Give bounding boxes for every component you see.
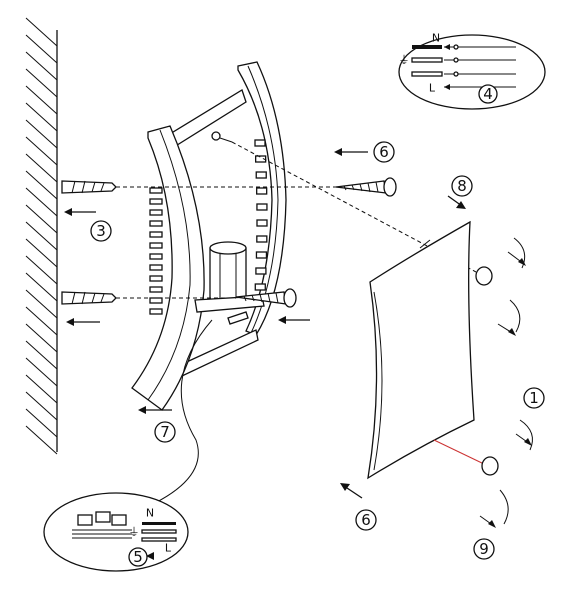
lamp-bracket (131, 61, 287, 411)
bracket-fin-front (149, 231, 163, 238)
bracket-slot-back (256, 219, 268, 227)
bracket-slot-back (254, 283, 266, 291)
wall-hatch-line (25, 34, 58, 64)
wall-hatch-line (25, 136, 58, 166)
red-marker-line (433, 439, 485, 465)
wall-hatch-line (25, 221, 58, 251)
wall-hatch-line (25, 68, 58, 98)
wiring-detail-4: N ⏚ L (398, 32, 546, 110)
callout-6-top: 6 (373, 141, 395, 163)
bracket-fin-front (149, 253, 163, 260)
bracket-fin-front (149, 264, 163, 271)
callout-6-bottom: 6 (355, 509, 377, 531)
wall-hatch-line (25, 374, 58, 404)
wall-hatch-line (25, 17, 58, 47)
svg-text:6: 6 (361, 511, 371, 529)
earth-symbol: ⏚ (399, 54, 410, 67)
bracket-fin-front (149, 198, 163, 205)
earth-symbol-5: ⏚ (129, 526, 140, 539)
bracket-fin-front (149, 308, 163, 315)
glass-knob-top (475, 266, 493, 286)
callout-4: 4 (478, 84, 498, 104)
callout-8: 8 (451, 175, 473, 197)
live-label-5: L (165, 542, 172, 555)
wall-hatch-line (25, 204, 58, 234)
neutral-label-5: N (146, 507, 154, 520)
callout-5: 5 (128, 547, 148, 567)
wall-hatch-line (25, 425, 58, 455)
bracket-fin-front (149, 286, 163, 293)
wall-hatch-line (25, 357, 58, 387)
callout-7: 7 (154, 421, 176, 443)
arrow-8 (447, 195, 466, 209)
wall-hatch-line (25, 119, 58, 149)
glass-shade (367, 220, 475, 480)
wall-hatch-line (25, 85, 58, 115)
wall-hatch-line (25, 255, 58, 285)
bracket-slot-back (256, 203, 268, 211)
wall (25, 17, 58, 455)
wall-plug-bottom (61, 291, 117, 305)
svg-text:7: 7 (160, 423, 170, 441)
bracket-slot-back (256, 235, 268, 243)
bracket-slot-back (254, 139, 266, 147)
arrow-screw-bottom (278, 316, 310, 324)
svg-text:4: 4 (483, 85, 493, 103)
wall-hatch-line (25, 289, 58, 319)
arrow-3-bottom (66, 318, 100, 326)
bracket-fin-front (149, 220, 163, 227)
callout-9: 9 (473, 538, 495, 560)
wall-hatch-line (25, 153, 58, 183)
wall-hatch-line (25, 170, 58, 200)
wall-hatch-line (25, 340, 58, 370)
svg-text:3: 3 (96, 222, 106, 240)
wall-hatch-line (25, 238, 58, 268)
neutral-label: N (432, 32, 440, 45)
arrow-7 (138, 406, 172, 414)
wall-hatch-line (25, 306, 58, 336)
bracket-fin-front (149, 275, 163, 282)
bracket-fin-front (149, 242, 163, 249)
svg-text:5: 5 (133, 548, 143, 566)
wall-hatch-line (25, 391, 58, 421)
wiring-detail-5: N ⏚ L (43, 319, 213, 572)
bracket-fin-front (149, 297, 163, 304)
wall-hatch-line (25, 408, 58, 438)
bracket-slot-back (255, 171, 267, 179)
svg-text:6: 6 (379, 143, 389, 161)
wall-hatch-line (25, 323, 58, 353)
live-label: L (429, 82, 436, 95)
arrow-3 (64, 208, 96, 216)
glass-knob-bottom (481, 456, 499, 476)
callout-3: 3 (90, 220, 112, 242)
rotation-arrows (479, 237, 533, 528)
arrow-6-top (334, 148, 368, 156)
bracket-slot-back (255, 155, 267, 163)
wall-plug-top (61, 180, 117, 194)
bracket-slot-back (255, 251, 268, 259)
screw-top (335, 177, 397, 197)
arrow-6-bottom (340, 483, 363, 499)
screw-bottom (235, 288, 297, 308)
bracket-fin-front (149, 187, 163, 194)
wall-hatch-line (25, 272, 58, 302)
svg-text:1: 1 (529, 389, 539, 407)
svg-text:9: 9 (479, 540, 489, 558)
bracket-fin-front (149, 209, 163, 216)
bracket-slot-back (256, 187, 268, 195)
wall-hatch-line (25, 187, 58, 217)
bracket-slot-back (255, 267, 267, 275)
wall-hatch-line (25, 51, 58, 81)
wall-hatch-line (25, 102, 58, 132)
callout-1: 1 (523, 387, 545, 409)
svg-text:8: 8 (457, 177, 467, 195)
